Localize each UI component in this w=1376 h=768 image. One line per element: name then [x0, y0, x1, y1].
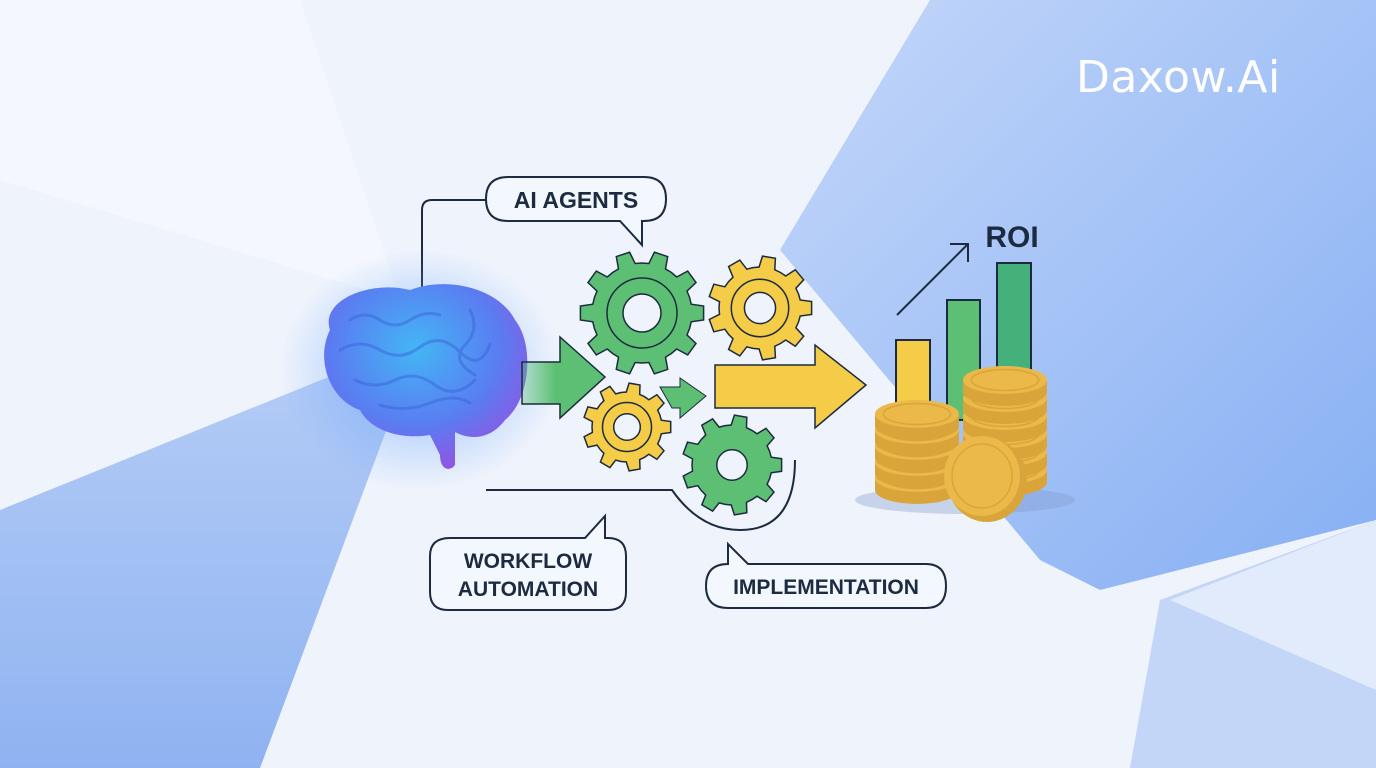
- trend-arrow-icon: [896, 243, 969, 316]
- arrow-right-icon: [659, 377, 707, 420]
- gear-icon: [579, 251, 705, 375]
- brand-logo: Daxow.Ai: [1076, 52, 1281, 103]
- workflow-label-line2: AUTOMATION: [458, 578, 598, 601]
- arrow-right-icon: [521, 335, 607, 420]
- gear-icon: [682, 414, 783, 516]
- workflow-label-line1: WORKFLOW: [464, 550, 592, 573]
- coin-stack-icon: [855, 366, 1075, 522]
- gear-icon: [708, 255, 813, 361]
- gears: [579, 251, 813, 516]
- implementation-label: IMPLEMENTATION: [733, 576, 919, 599]
- brain-icon: [280, 250, 560, 490]
- arrow-right-icon: [714, 343, 868, 430]
- connector-lines: [421, 199, 796, 532]
- gear-icon: [583, 382, 672, 472]
- callout-workflow-automation: [429, 513, 627, 611]
- roi-label: ROI: [985, 221, 1038, 254]
- callout-implementation: [704, 541, 948, 609]
- callout-ai-agents: [484, 176, 668, 248]
- ai-agents-label: AI AGENTS: [514, 187, 638, 213]
